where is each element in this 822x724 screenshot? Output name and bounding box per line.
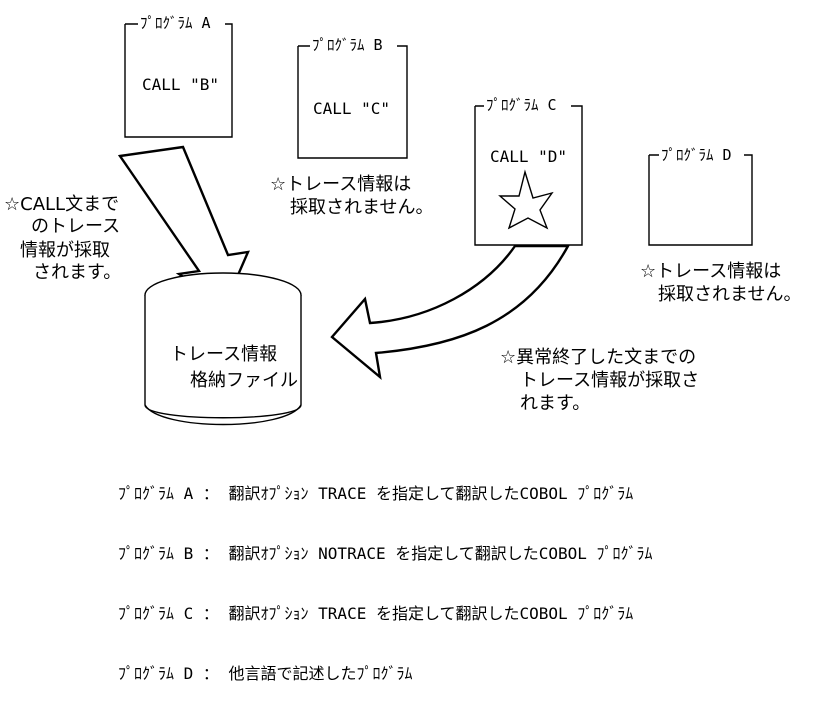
legend-program-b: ﾌﾟﾛｸﾞﾗﾑ B ： 翻訳ｵﾌﾟｼｮﾝ NOTRACE を指定して翻訳したCO… — [118, 544, 653, 563]
program-c-box: ﾌﾟﾛｸﾞﾗﾑ C CALL "D" — [474, 96, 583, 246]
diagram-canvas: ﾌﾟﾛｸﾞﾗﾑ A CALL "B" ﾌﾟﾛｸﾞﾗﾑ B CALL "C" ﾌﾟ… — [4, 14, 801, 426]
storage-label-line-1: トレース情報 — [170, 344, 277, 365]
program-b-title: ﾌﾟﾛｸﾞﾗﾑ B — [312, 36, 383, 54]
call-trace-note-line-4: されます。 — [33, 262, 121, 283]
program-d-no-trace-line-1: ☆トレース情報は — [640, 261, 781, 282]
program-d-no-trace-line-2: 採取されません。 — [658, 284, 801, 305]
abnormal-trace-line-2: トレース情報が採取さ — [520, 370, 699, 391]
abnormal-trace-line-1: ☆異常終了した文までの — [500, 347, 696, 368]
program-a-border — [124, 23, 233, 138]
program-b-border — [297, 45, 408, 159]
legend-program-c: ﾌﾟﾛｸﾞﾗﾑ C ： 翻訳ｵﾌﾟｼｮﾝ TRACE を指定して翻訳したCOBO… — [118, 604, 634, 623]
abnormal-trace-line-3: れます。 — [520, 393, 590, 414]
program-legend: ﾌﾟﾛｸﾞﾗﾑ A ： 翻訳ｵﾌﾟｼｮﾝ TRACE を指定して翻訳したCOBO… — [118, 444, 738, 724]
program-c-call: CALL "D" — [490, 147, 567, 166]
flow-arrow-icon — [330, 244, 571, 380]
program-d-title: ﾌﾟﾛｸﾞﾗﾑ D — [661, 146, 732, 164]
program-c-border — [474, 105, 583, 246]
program-a-title: ﾌﾟﾛｸﾞﾗﾑ A — [140, 14, 211, 32]
cylinder-bottom — [144, 404, 302, 426]
program-a-box: ﾌﾟﾛｸﾞﾗﾑ A CALL "B" — [124, 14, 233, 138]
star-icon — [498, 169, 554, 230]
legend-program-a: ﾌﾟﾛｸﾞﾗﾑ A ： 翻訳ｵﾌﾟｼｮﾝ TRACE を指定して翻訳したCOBO… — [118, 484, 634, 503]
program-d-box: ﾌﾟﾛｸﾞﾗﾑ D — [648, 146, 753, 246]
trace-diagram: ﾌﾟﾛｸﾞﾗﾑ A CALL "B" ﾌﾟﾛｸﾞﾗﾑ B CALL "C" ﾌﾟ… — [4, 14, 801, 683]
program-b-no-trace-line-2: 採取されません。 — [290, 197, 433, 218]
storage-label-line-2: 格納ファイル — [190, 370, 298, 391]
program-c-title: ﾌﾟﾛｸﾞﾗﾑ C — [486, 96, 557, 114]
legend-program-d: ﾌﾟﾛｸﾞﾗﾑ D ： 他言語で記述したﾌﾟﾛｸﾞﾗﾑ — [118, 664, 413, 683]
program-a-call: CALL "B" — [142, 75, 219, 94]
call-trace-note-line-2: のトレース — [31, 216, 120, 237]
call-trace-note-line-1: ☆CALL文まで — [4, 194, 119, 215]
program-d-border — [648, 154, 753, 246]
program-b-call: CALL "C" — [313, 99, 390, 118]
program-b-box: ﾌﾟﾛｸﾞﾗﾑ B CALL "C" — [297, 36, 408, 159]
cylinder-icon — [144, 272, 302, 426]
program-b-no-trace-line-1: ☆トレース情報は — [270, 174, 411, 195]
call-trace-note-line-3: 情報が採取 — [20, 240, 110, 261]
